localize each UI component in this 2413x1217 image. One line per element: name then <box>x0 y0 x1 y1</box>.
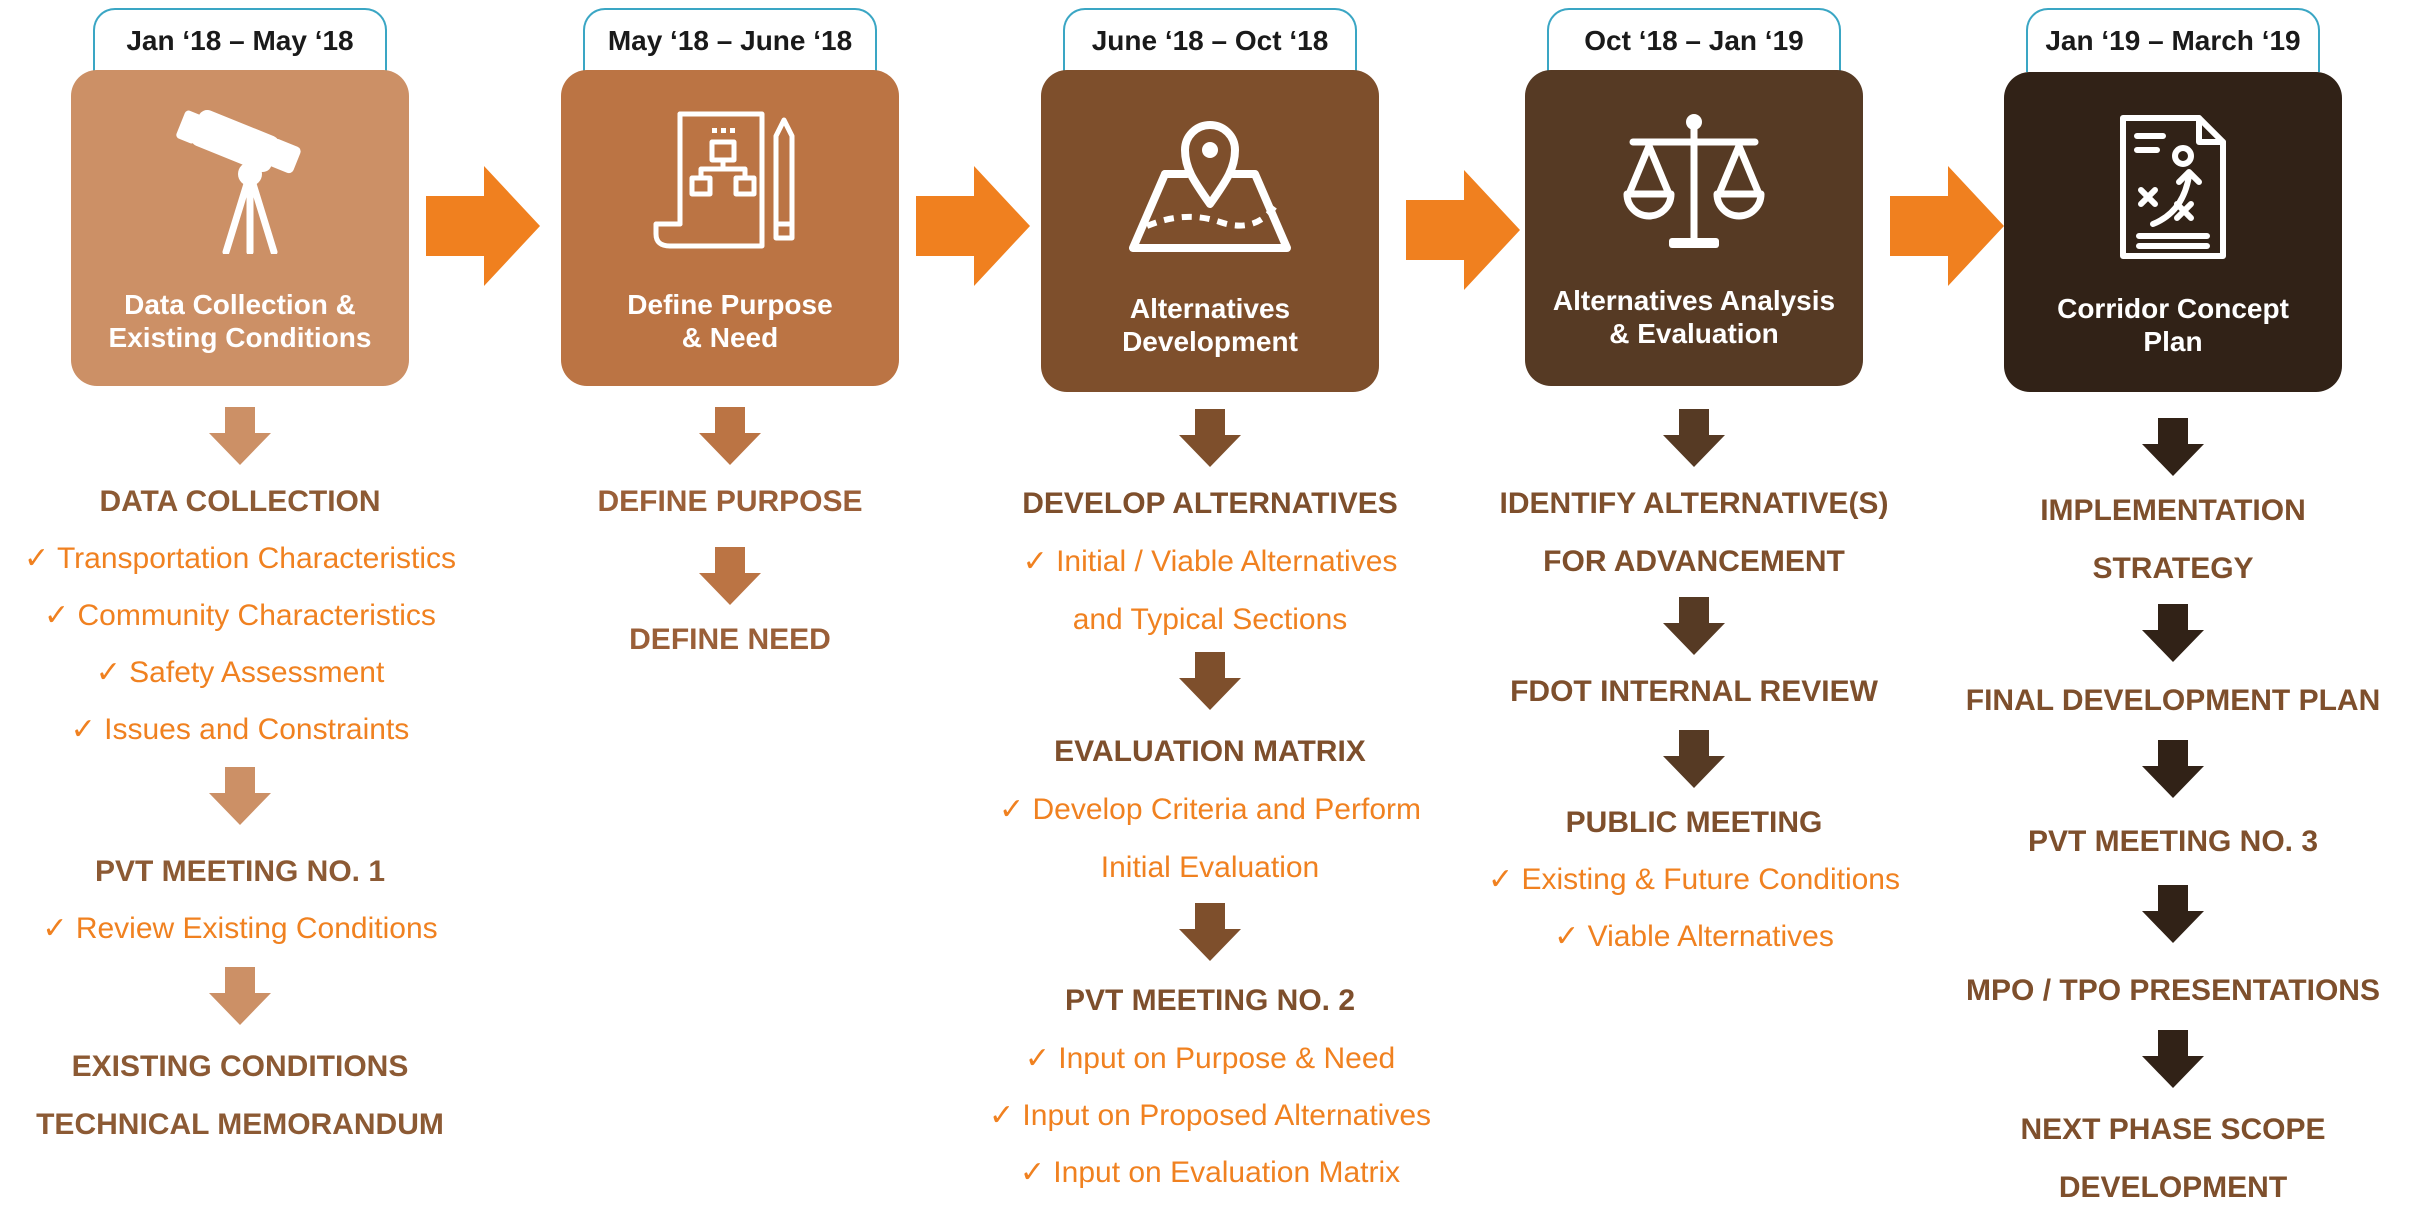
down-arrow <box>2142 604 2204 662</box>
blueprint-pencil-icon <box>653 111 795 249</box>
right-arrow-connector <box>916 166 1030 286</box>
step-heading: NEXT PHASE SCOPE DEVELOPMENT <box>2020 1113 2326 1204</box>
down-arrow <box>209 767 271 825</box>
down-arrow <box>1179 652 1241 710</box>
check-item: ✓ Safety Assessment <box>95 656 385 689</box>
map-pin-icon <box>1129 121 1291 252</box>
down-arrow <box>1663 730 1725 788</box>
phase-column-3: June ‘18 – Oct ‘18 Alternatives Developm… <box>970 0 1450 1202</box>
phase-card: Define Purpose & Need <box>561 70 899 386</box>
phase-date-tab: Jan ‘19 – March ‘19 <box>2026 8 2320 72</box>
down-arrow <box>209 967 271 1025</box>
step-heading: PVT MEETING NO. 1 <box>94 855 386 888</box>
phase-date-tab: May ‘18 – June ‘18 <box>583 8 877 72</box>
phase-card: Corridor Concept Plan <box>2004 72 2342 392</box>
phase-column-4: Oct ‘18 – Jan ‘19 Alternatives Analysis … <box>1454 0 1934 1202</box>
phase-title: Define Purpose & Need <box>627 289 833 353</box>
phase-column-2: May ‘18 – June ‘18 Define Purpose & Need… <box>490 0 970 1202</box>
phase-card: Alternatives Analysis & Evaluation <box>1525 70 1863 386</box>
down-arrow <box>1179 409 1241 467</box>
step-heading: PUBLIC MEETING <box>1565 806 1823 839</box>
step-heading: MPO / TPO PRESENTATIONS <box>1966 974 2380 1007</box>
check-item: ✓ Input on Purpose & Need <box>1024 1042 1396 1075</box>
step-heading: FINAL DEVELOPMENT PLAN <box>1965 684 2381 717</box>
phase-card: Data Collection & Existing Conditions <box>71 70 409 386</box>
phase-title: Alternatives Development <box>1122 293 1298 357</box>
check-item: ✓ Existing & Future Conditions <box>1488 863 1900 896</box>
check-item: ✓ Initial / Viable Alternatives and Typi… <box>1022 545 1398 636</box>
phase-title: Corridor Concept Plan <box>2057 293 2289 357</box>
telescope-icon <box>176 109 301 254</box>
scales-icon <box>1623 114 1765 248</box>
check-item: ✓ Viable Alternatives <box>1554 920 1834 953</box>
check-item: ✓ Develop Criteria and Perform Initial E… <box>999 793 1421 884</box>
check-item: ✓ Review Existing Conditions <box>42 912 438 945</box>
phase-column-5: Jan ‘19 – March ‘19 Corridor Concept Pla… <box>1933 0 2413 1204</box>
check-item: ✓ Community Characteristics <box>44 599 436 632</box>
down-arrow <box>209 407 271 465</box>
step-heading: EVALUATION MATRIX <box>1054 735 1366 768</box>
step-heading: DEFINE NEED <box>629 623 831 656</box>
right-arrow-connector <box>1890 166 2004 286</box>
step-heading: IMPLEMENTATION STRATEGY <box>2040 494 2306 585</box>
phase-date-tab: Oct ‘18 – Jan ‘19 <box>1547 8 1841 72</box>
step-heading: PVT MEETING NO. 2 <box>1064 984 1356 1017</box>
step-heading: IDENTIFY ALTERNATIVE(S) FOR ADVANCEMENT <box>1499 487 1889 578</box>
right-arrow-connector <box>426 166 540 286</box>
phase-date-tab: Jan ‘18 – May ‘18 <box>93 8 387 72</box>
step-heading: DEFINE PURPOSE <box>597 485 863 518</box>
down-arrow <box>2142 418 2204 476</box>
check-item: ✓ Input on Evaluation Matrix <box>1019 1156 1401 1189</box>
check-item: ✓ Input on Proposed Alternatives <box>988 1099 1432 1132</box>
right-arrow-connector <box>1406 170 1520 290</box>
down-arrow <box>2142 740 2204 798</box>
down-arrow <box>2142 885 2204 943</box>
check-item: ✓ Issues and Constraints <box>70 713 410 746</box>
strategy-plan-icon <box>2120 115 2226 259</box>
step-heading: DATA COLLECTION <box>99 485 381 518</box>
step-heading: EXISTING CONDITIONS TECHNICAL MEMORANDUM <box>36 1050 444 1141</box>
check-item: ✓ Transportation Characteristics <box>24 542 456 575</box>
down-arrow <box>1663 597 1725 655</box>
down-arrow <box>1663 409 1725 467</box>
down-arrow <box>699 407 761 465</box>
phase-date-tab: June ‘18 – Oct ‘18 <box>1063 8 1357 72</box>
down-arrow <box>699 547 761 605</box>
phase-column-1: Jan ‘18 – May ‘18 Data Collection & Exis… <box>0 0 480 1202</box>
down-arrow <box>2142 1030 2204 1088</box>
phase-title: Alternatives Analysis & Evaluation <box>1552 285 1836 349</box>
phase-card: Alternatives Development <box>1041 70 1379 392</box>
step-heading: DEVELOP ALTERNATIVES <box>1022 487 1398 520</box>
step-heading: PVT MEETING NO. 3 <box>2027 825 2319 858</box>
step-heading: FDOT INTERNAL REVIEW <box>1510 675 1878 708</box>
phase-title: Data Collection & Existing Conditions <box>108 289 372 353</box>
down-arrow <box>1179 903 1241 961</box>
